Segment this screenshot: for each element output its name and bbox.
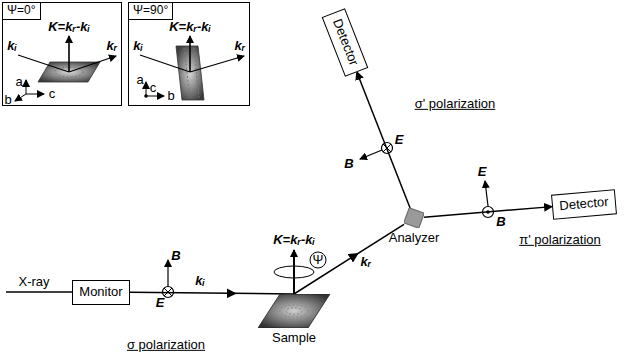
analyzer-crystal: Analyzer: [404, 208, 424, 228]
inset-illustration: [15, 36, 116, 101]
polarization-label: σ polarization: [127, 338, 205, 352]
axis-label: b: [167, 89, 174, 103]
node-label: Sample: [272, 331, 316, 346]
field-label: E: [478, 165, 487, 179]
axis-label: c: [150, 81, 157, 95]
scattering-vector: [274, 250, 326, 294]
vector-label: K=kᵣ-kᵢ: [273, 233, 315, 247]
axis-label: b: [4, 93, 11, 107]
beam-label: kᵢ: [194, 274, 205, 288]
inset-panel: Ψ=0°: [2, 2, 122, 106]
vector-label: kᵢ: [133, 39, 142, 53]
field-label: B: [496, 215, 505, 229]
inset-panel: Ψ=90°: [128, 2, 250, 106]
polarization-label: σ' polarization: [415, 97, 496, 111]
beam-path: [424, 207, 552, 218]
axis-label: c: [49, 87, 56, 101]
angle-label: Ψ: [313, 253, 324, 267]
vector-label: kᵢ: [7, 39, 16, 53]
beam-path: [130, 292, 294, 294]
analyzer-shape: [404, 208, 424, 228]
beam-path: [357, 72, 410, 208]
beam-label: kᵣ: [360, 255, 373, 269]
field-label: E: [395, 133, 404, 147]
field-label: B: [171, 249, 180, 263]
inset-illustration: [140, 36, 244, 100]
vector-label: K=kᵣ-kᵢ: [169, 20, 211, 34]
vector-label: K=kᵣ-kᵢ: [48, 20, 90, 34]
detector-box: Detector: [551, 189, 617, 219]
beam-label: X-ray: [18, 275, 49, 289]
field-label: E: [156, 296, 165, 310]
node-label: Monitor: [79, 285, 122, 300]
detector-box: Detector: [322, 8, 369, 77]
sample-plate: Sample: [258, 294, 330, 328]
panel-heading: Ψ=0°: [3, 3, 41, 20]
vector-label: kᵣ: [235, 39, 246, 53]
node-label: Detector: [329, 16, 361, 67]
sample-plate-shape: [258, 294, 330, 328]
polarization-label: π' polarization: [519, 233, 601, 247]
field-label: B: [344, 157, 353, 171]
panel-heading: Ψ=90°: [129, 3, 173, 20]
node-label: Detector: [559, 194, 609, 213]
axis-label: a: [136, 73, 143, 87]
node-label: Analyzer: [389, 231, 440, 246]
axis-label: a: [15, 75, 22, 89]
vector-label: kᵣ: [107, 39, 118, 53]
monitor-box: Monitor: [72, 280, 130, 305]
